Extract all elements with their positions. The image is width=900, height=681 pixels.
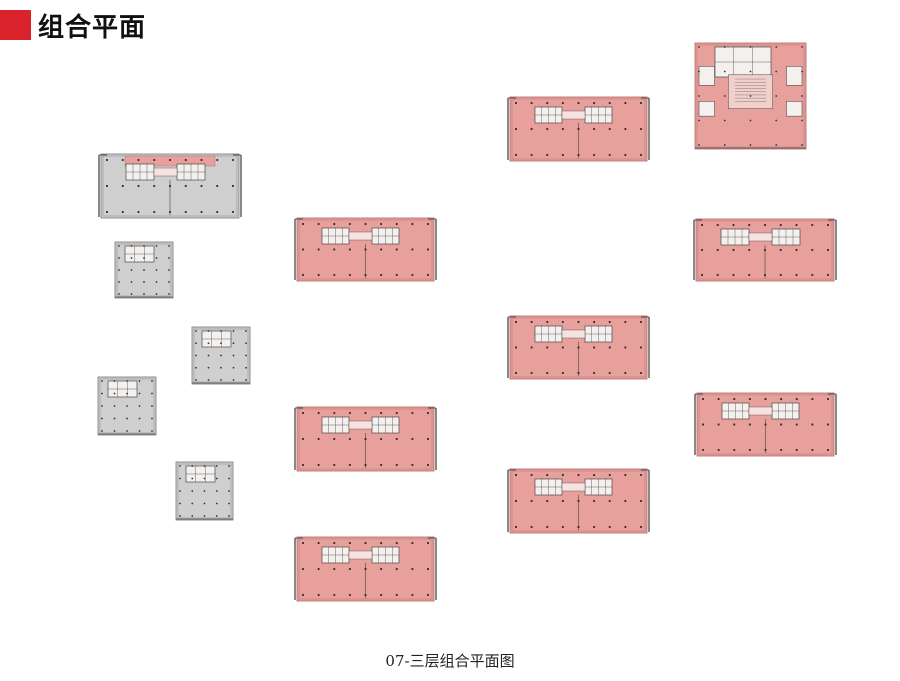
floor-plan-pink-mid-3 [507,468,650,534]
page-title: 组合平面 [38,13,147,43]
floor-plan-pink-mid-1 [507,96,650,162]
header-accent-block [0,10,31,40]
floor-plan-gray-square-3 [97,376,157,436]
floor-plan-gray-wide-top [98,153,242,219]
floor-plan-pink-left-1 [294,217,437,282]
floor-plan-pink-right-1 [693,218,837,282]
floor-plan-pink-right-square [694,42,807,150]
floor-plan-gray-square-2 [191,326,251,385]
floor-plan-pink-left-2 [294,406,437,472]
figure-caption: 07-三层组合平面图 [385,652,515,670]
floor-plan-pink-left-3 [294,536,437,602]
floor-plan-gray-square-1 [114,241,174,299]
floor-plan-gray-square-4 [175,461,234,521]
floor-plan-pink-right-2 [694,392,837,457]
floor-plan-pink-mid-2 [507,315,650,380]
